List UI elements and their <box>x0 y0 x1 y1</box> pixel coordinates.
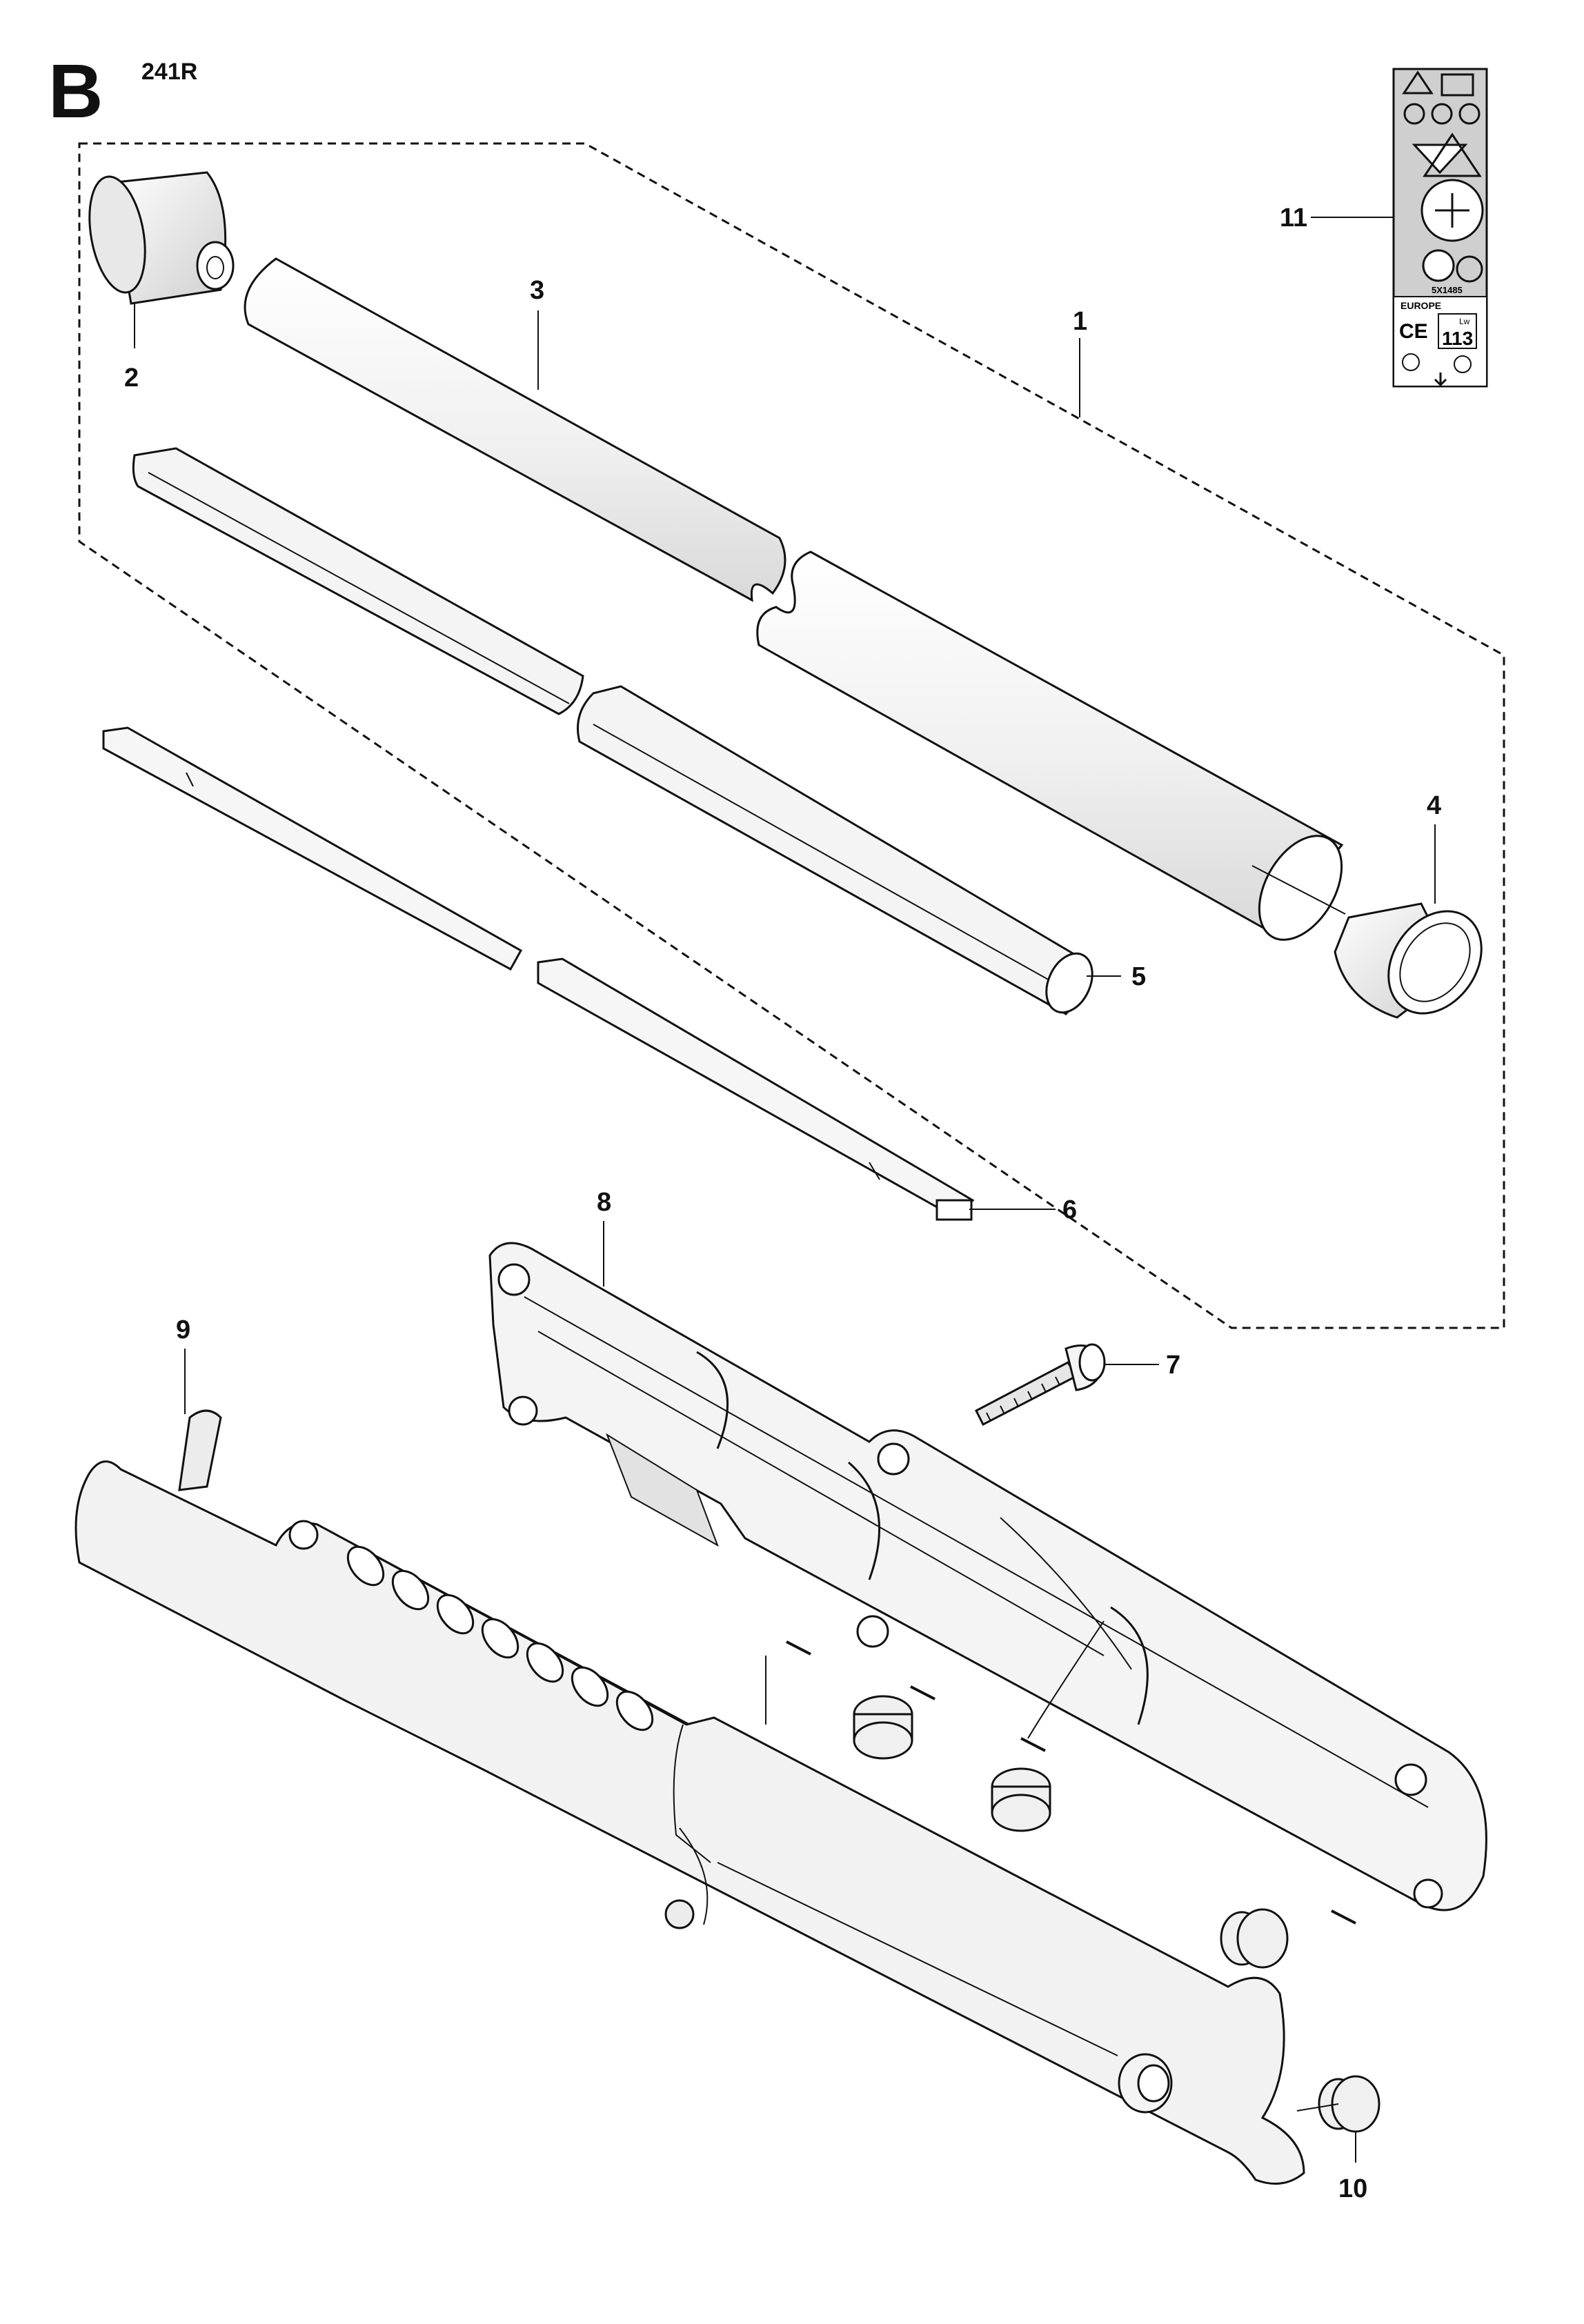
callout-6: 6 <box>1062 1195 1077 1224</box>
callout-8: 8 <box>597 1188 611 1217</box>
callout-10: 10 <box>1338 2174 1367 2203</box>
callout-numbers: 1 2 3 4 5 6 7 8 9 10 11 <box>124 203 1441 2203</box>
callout-9: 9 <box>176 1315 190 1344</box>
callout-1: 1 <box>1073 307 1087 336</box>
part-bushings <box>853 1695 1380 2133</box>
callout-11: 11 <box>1280 203 1307 232</box>
part-screw <box>975 1343 1106 1427</box>
section-letter: B <box>48 49 103 134</box>
part-drive-shaft <box>102 726 975 1221</box>
part-housing-lower <box>75 1409 1305 2185</box>
part-warning-label: EUROPE 5X1485 CE Lw 113 <box>1392 68 1488 388</box>
callout-5: 5 <box>1131 962 1146 991</box>
leader-lines <box>134 217 1436 2163</box>
label-region-text: EUROPE <box>1400 300 1441 311</box>
part-shaft-tube <box>244 257 1346 941</box>
part-end-cap-left <box>88 171 235 305</box>
callout-4: 4 <box>1427 791 1441 820</box>
model-title: 241R <box>141 59 197 85</box>
grip-holes <box>346 1545 654 1731</box>
label-ce-mark: CE <box>1399 320 1428 343</box>
callout-2: 2 <box>124 364 139 393</box>
part-end-cap-right <box>1334 902 1483 1019</box>
label-sound-level: 113 <box>1442 328 1473 349</box>
label-sound-unit: Lw <box>1459 317 1470 326</box>
callout-7: 7 <box>1166 1351 1180 1380</box>
label-part-code: 5X1485 <box>1432 285 1463 295</box>
part-housing-upper <box>488 1242 1487 1925</box>
assembly-boundary <box>78 142 1505 1329</box>
part-channel <box>132 447 1093 1015</box>
callout-3: 3 <box>530 276 544 305</box>
